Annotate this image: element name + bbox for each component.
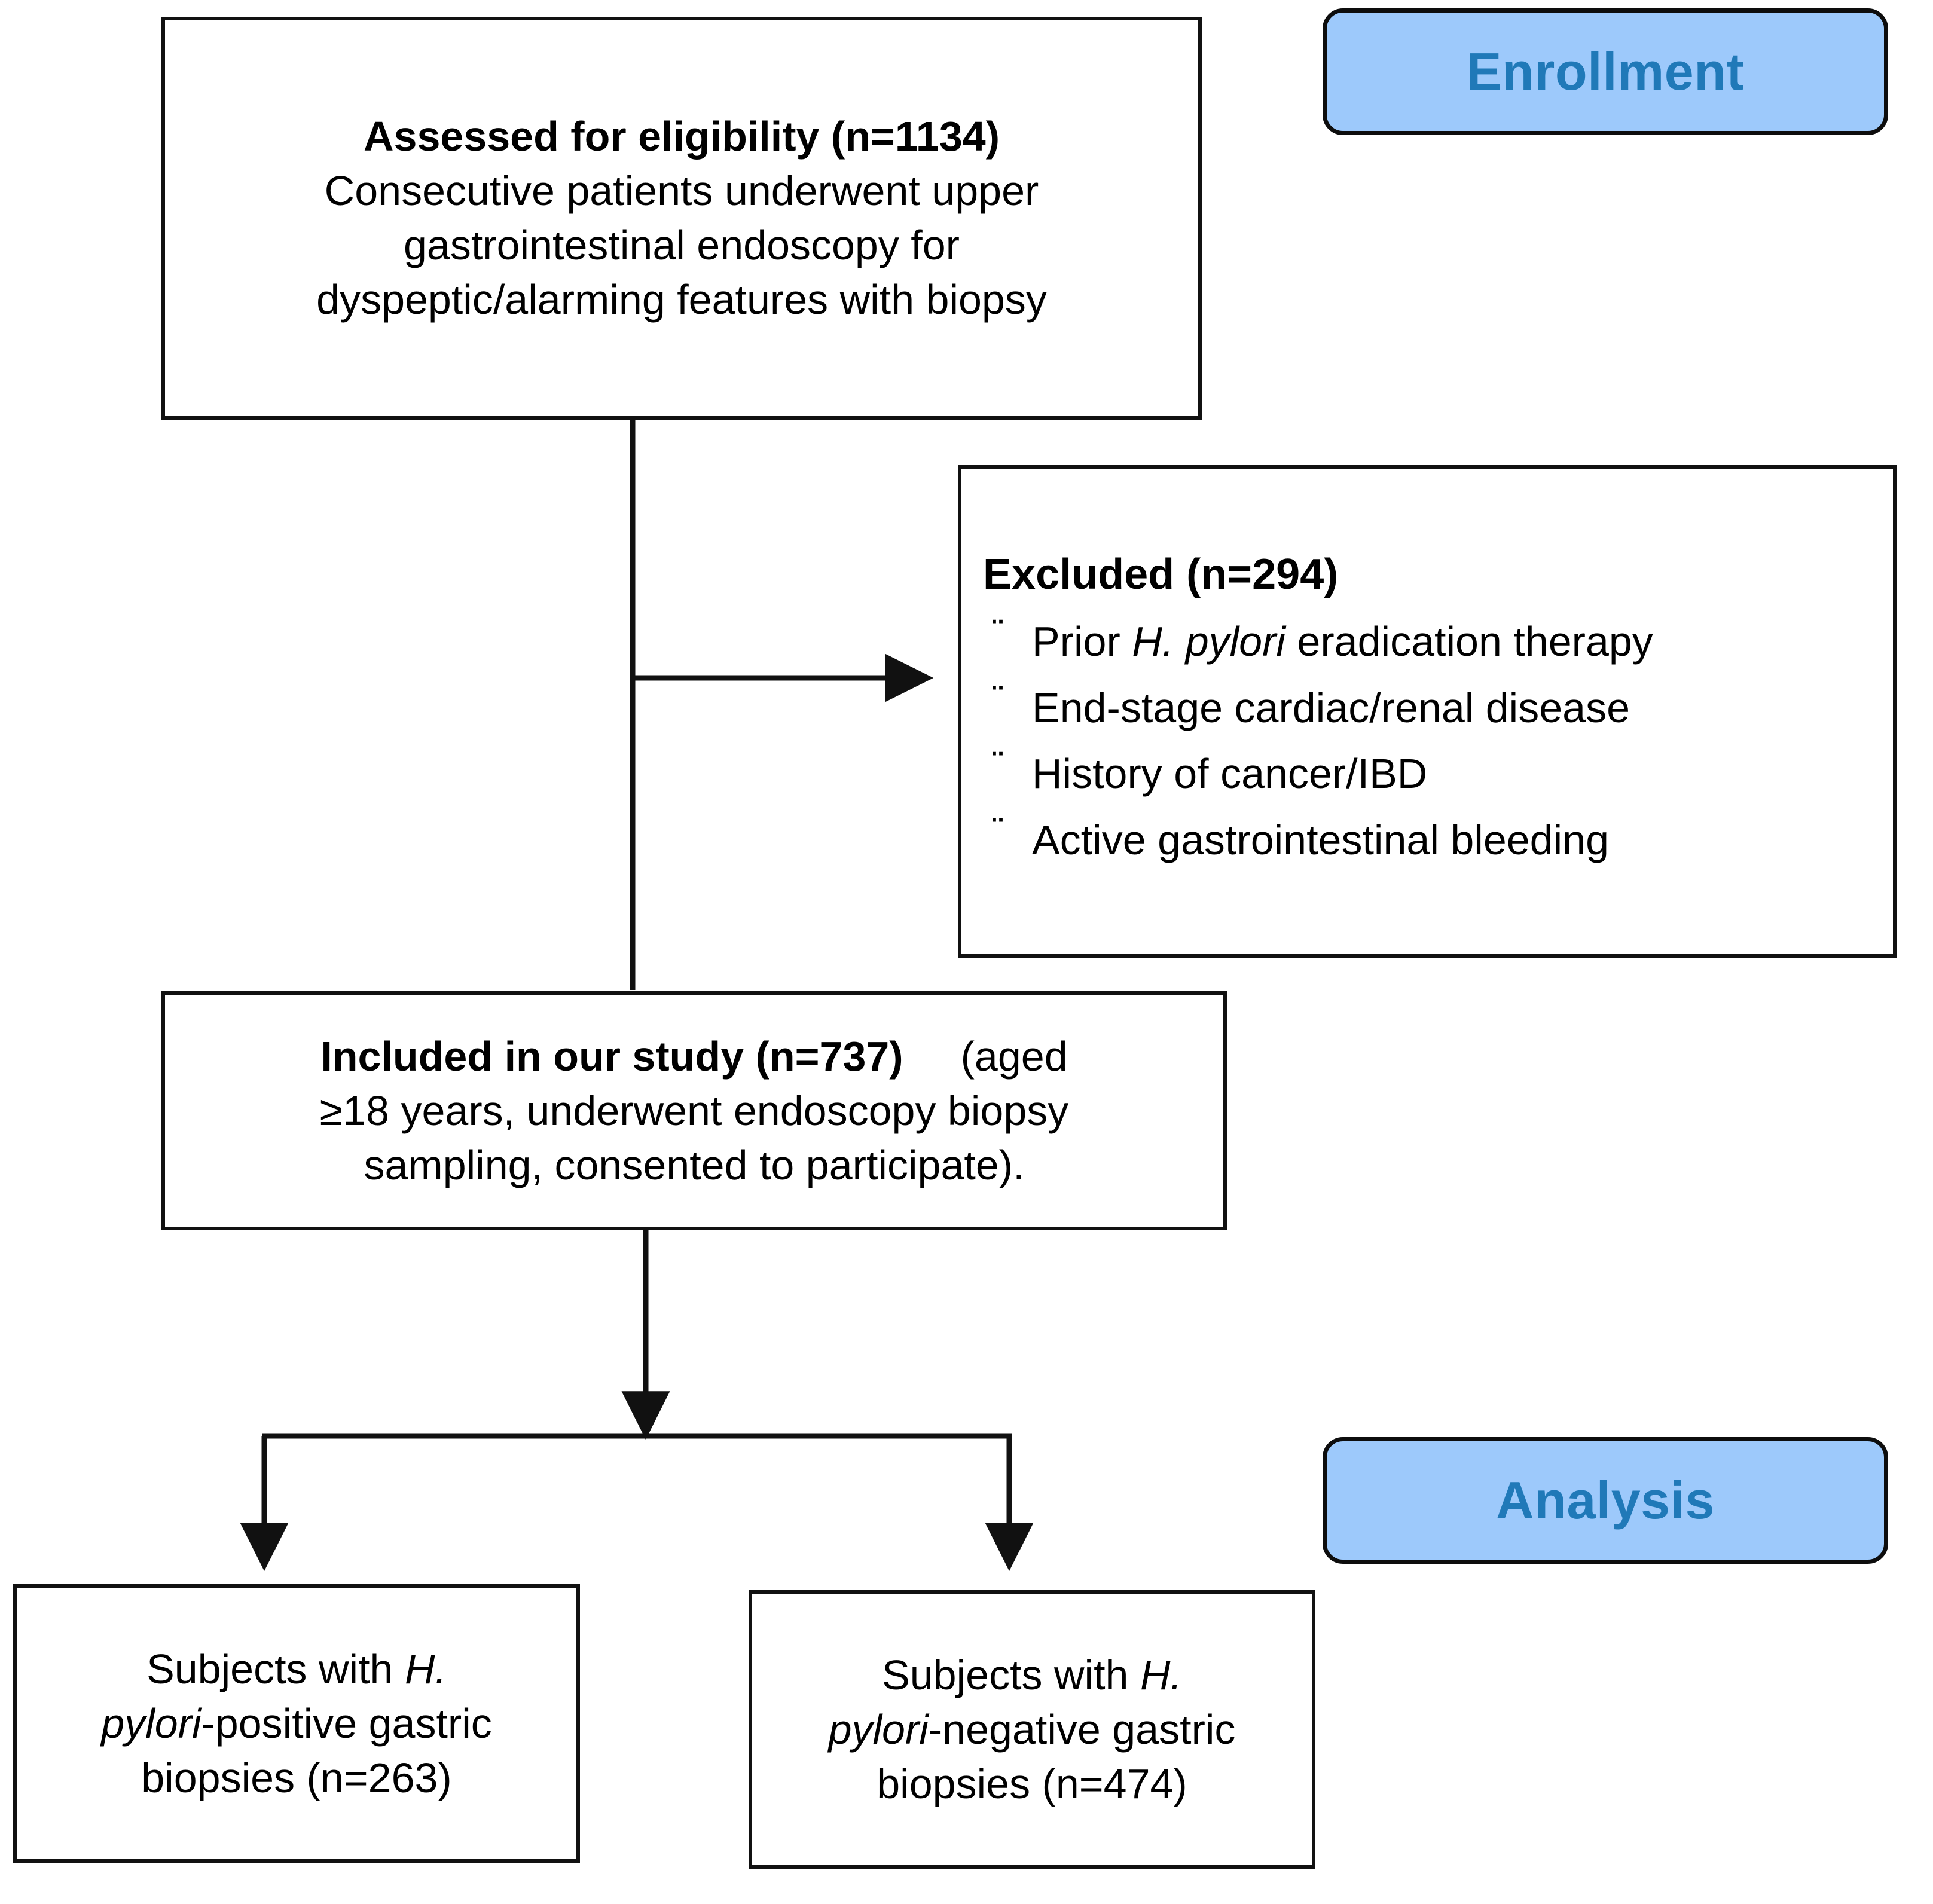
excluded-heading: Excluded (n=294) — [983, 551, 1339, 599]
excluded-item-text: End-stage cardiac/renal disease — [1032, 675, 1871, 741]
positive-line-1: Subjects with H. — [32, 1642, 561, 1697]
excluded-item-text: Prior H. pylori eradication therapy — [1032, 609, 1871, 675]
box-included-in-study: Included in our study (n=737) (aged ≥18 y… — [161, 991, 1227, 1230]
assessed-line-3: dyspeptic/alarming features with biopsy — [316, 276, 1047, 323]
included-heading-trailing: (aged — [960, 1032, 1068, 1080]
bullet-icon: ¨ — [989, 614, 1006, 655]
bullet-icon: ¨ — [989, 812, 1006, 854]
positive-line-3: biopsies (n=263) — [141, 1754, 452, 1801]
box-hpylori-positive: Subjects with H. pylori-positive gastric… — [13, 1584, 580, 1863]
negative-line-1: Subjects with H. — [768, 1648, 1296, 1703]
excluded-criteria-list: ¨ Prior H. pylori eradication therapy ¨ … — [983, 609, 1871, 873]
excluded-item-pre: End-stage cardiac/renal disease — [1032, 684, 1630, 731]
bullet-icon: ¨ — [989, 680, 1006, 721]
list-item: ¨ End-stage cardiac/renal disease — [983, 675, 1871, 741]
positive-line-2: pylori-positive gastric — [32, 1697, 561, 1751]
stage-badge-analysis: Analysis — [1323, 1437, 1888, 1564]
negative-line-2: pylori-negative gastric — [768, 1703, 1296, 1757]
negative-line2-post: -negative gastric — [928, 1706, 1236, 1753]
excluded-item-text: Active gastrointestinal bleeding — [1032, 807, 1871, 873]
excluded-item-pre: Prior — [1032, 618, 1132, 665]
excluded-item-pre: History of cancer/IBD — [1032, 750, 1428, 797]
assessed-line-1: Consecutive patients underwent upper — [324, 167, 1039, 214]
box-excluded: Excluded (n=294) ¨ Prior H. pylori eradi… — [958, 465, 1897, 958]
included-line-2: ≥18 years, underwent endoscopy biopsy — [319, 1087, 1069, 1134]
excluded-item-text: History of cancer/IBD — [1032, 741, 1871, 807]
assessed-heading: Assessed for eligibility (n=1134) — [363, 113, 1000, 160]
list-item: ¨ History of cancer/IBD — [983, 741, 1871, 807]
list-item: ¨ Prior H. pylori eradication therapy — [983, 609, 1871, 675]
positive-line2-emphasis: pylori — [101, 1700, 201, 1747]
positive-line2-post: -positive gastric — [201, 1700, 492, 1747]
stage-badge-enrollment-label: Enrollment — [1466, 42, 1745, 101]
negative-line-3: biopsies (n=474) — [877, 1760, 1187, 1807]
negative-line1-emphasis: H. — [1140, 1651, 1182, 1698]
stage-badge-enrollment: Enrollment — [1323, 8, 1888, 135]
positive-line1-pre: Subjects with — [146, 1645, 405, 1692]
bullet-icon: ¨ — [989, 746, 1006, 787]
positive-line1-emphasis: H. — [404, 1645, 447, 1692]
included-line-3: sampling, consented to participate). — [364, 1141, 1025, 1188]
excluded-item-post: eradication therapy — [1285, 618, 1653, 665]
box-hpylori-negative: Subjects with H. pylori-negative gastric… — [749, 1590, 1315, 1869]
assessed-line-2: gastrointestinal endoscopy for — [404, 222, 960, 268]
included-heading: Included in our study (n=737) — [320, 1032, 903, 1080]
excluded-item-emphasis: H. pylori — [1132, 618, 1285, 665]
negative-line1-pre: Subjects with — [882, 1651, 1140, 1698]
stage-badge-analysis-label: Analysis — [1496, 1471, 1715, 1530]
list-item: ¨ Active gastrointestinal bleeding — [983, 807, 1871, 873]
excluded-item-pre: Active gastrointestinal bleeding — [1032, 817, 1610, 864]
included-heading-line: Included in our study (n=737) (aged — [178, 1029, 1210, 1084]
negative-line2-emphasis: pylori — [828, 1706, 929, 1753]
box-assessed-for-eligibility: Assessed for eligibility (n=1134) Consec… — [161, 17, 1202, 420]
